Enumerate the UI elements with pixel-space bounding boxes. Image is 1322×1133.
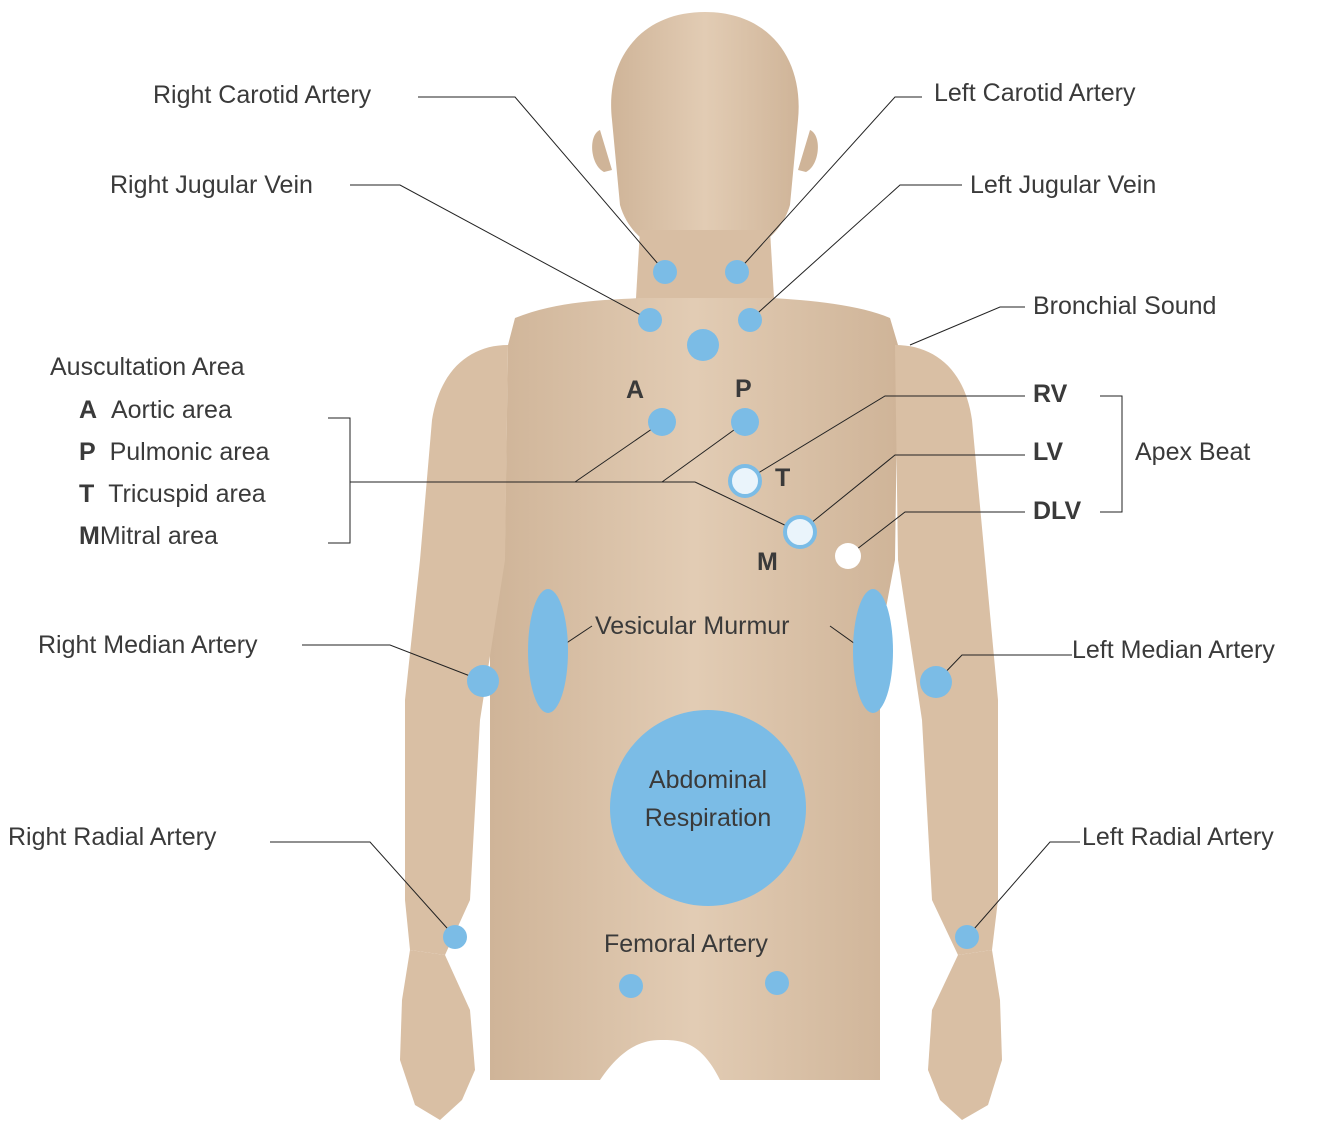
marker-dlv <box>835 543 861 569</box>
legend-letter: T <box>79 480 94 508</box>
marker-vesicular-right <box>528 589 568 713</box>
marker-mitral <box>785 517 815 547</box>
left-arm-shape <box>895 345 998 955</box>
leader-right-jugular <box>350 185 650 320</box>
legend-letter: P <box>79 438 96 466</box>
label-right-jugular: Right Jugular Vein <box>110 173 313 198</box>
legend-item-tricuspid: T Tricuspid area <box>79 482 266 507</box>
auscultation-title: Auscultation Area <box>50 355 245 380</box>
marker-left-femoral <box>765 971 789 995</box>
marker-left-jugular <box>738 308 762 332</box>
leader-ausc-bracket <box>328 418 350 543</box>
label-left-radial: Left Radial Artery <box>1082 825 1274 850</box>
label-abdominal-line1: Abdominal <box>610 768 806 793</box>
marker-right-femoral <box>619 974 643 998</box>
marker-letter-m: M <box>757 550 778 575</box>
label-left-jugular: Left Jugular Vein <box>970 173 1156 198</box>
legend-letter: M <box>79 522 100 550</box>
marker-letter-p: P <box>735 377 752 402</box>
label-dlv: DLV <box>1033 499 1081 524</box>
marker-right-median <box>467 665 499 697</box>
right-hand-shape <box>400 950 475 1120</box>
legend-name: Mitral area <box>100 522 218 550</box>
label-lv: LV <box>1033 440 1063 465</box>
marker-bronchial <box>687 329 719 361</box>
legend-item-aortic: A Aortic area <box>79 398 232 423</box>
label-vesicular: Vesicular Murmur <box>595 614 790 639</box>
marker-left-carotid <box>725 260 749 284</box>
legend-name: Tricuspid area <box>108 480 265 508</box>
marker-right-radial <box>443 925 467 949</box>
marker-letter-a: A <box>626 378 644 403</box>
marker-pulmonic <box>731 408 759 436</box>
legend-name: Pulmonic area <box>110 438 270 466</box>
label-right-median: Right Median Artery <box>38 633 258 658</box>
label-right-carotid: Right Carotid Artery <box>153 83 371 108</box>
marker-aortic <box>648 408 676 436</box>
leader-bronchial <box>910 307 1025 345</box>
legend-name: Aortic area <box>111 396 232 424</box>
apex-beat-title: Apex Beat <box>1135 440 1250 465</box>
marker-right-carotid <box>653 260 677 284</box>
marker-vesicular-left <box>853 589 893 713</box>
marker-left-radial <box>955 925 979 949</box>
label-abdominal-line2: Respiration <box>610 806 806 831</box>
marker-letter-t: T <box>775 466 790 491</box>
legend-item-pulmonic: P Pulmonic area <box>79 440 269 465</box>
leader-apex-bracket <box>1100 396 1122 512</box>
label-rv: RV <box>1033 382 1067 407</box>
label-right-radial: Right Radial Artery <box>8 825 216 850</box>
marker-tricuspid <box>730 466 760 496</box>
legend-letter: A <box>79 396 97 424</box>
head-shape <box>592 12 818 262</box>
legend-item-mitral: MMitral area <box>79 524 218 549</box>
marker-right-jugular <box>638 308 662 332</box>
marker-left-median <box>920 666 952 698</box>
label-left-median: Left Median Artery <box>1072 638 1275 663</box>
label-left-carotid: Left Carotid Artery <box>934 81 1135 106</box>
left-hand-shape <box>928 950 1002 1120</box>
label-bronchial: Bronchial Sound <box>1033 294 1216 319</box>
label-femoral: Femoral Artery <box>604 932 768 957</box>
